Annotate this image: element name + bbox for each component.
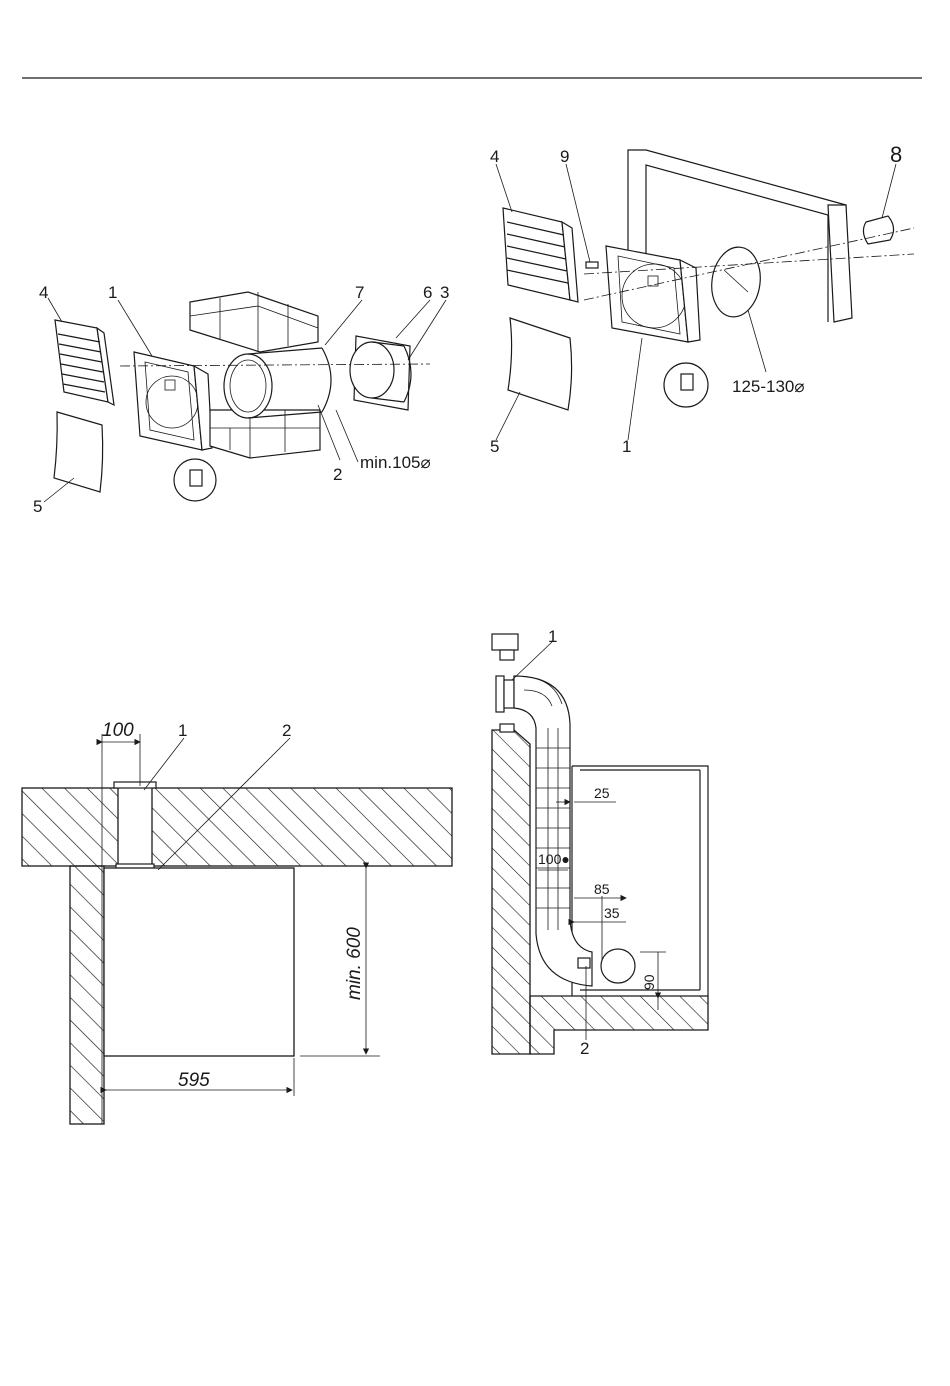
fig1-detail-circle — [174, 459, 216, 501]
fig1-dimension: min.105⌀ — [360, 453, 431, 472]
fig3-dim-height: min. 600 — [344, 927, 365, 1000]
fig2-knob — [863, 216, 893, 244]
fig2-screw — [586, 262, 598, 268]
fig4-label-2: 2 — [580, 1039, 589, 1058]
fig2-grille — [503, 208, 578, 302]
fig2-frame — [606, 246, 700, 342]
fig1-label-7: 7 — [355, 283, 364, 302]
fig4-dim-85: 85 — [594, 881, 610, 897]
figure-ceiling-section: 100 1 2 min. 600 595 — [22, 720, 452, 1124]
outer-wall — [492, 730, 530, 1054]
fig3-label-2: 2 — [282, 721, 291, 740]
grille-louvres — [55, 320, 114, 405]
fig4-dim-35: 35 — [604, 905, 620, 921]
inner-mounting-plate — [350, 336, 411, 410]
wall-tube — [224, 348, 331, 418]
fig2-label-1: 1 — [622, 437, 631, 456]
backdraft-flap — [54, 412, 103, 492]
figure-hose-section: 1 2 25 100● 85 35 90 — [492, 627, 708, 1058]
fig4-dim-100: 100● — [538, 851, 570, 867]
fig4-label-1: 1 — [548, 627, 557, 646]
fig1-label-2: 2 — [333, 465, 342, 484]
vent-pipe — [601, 949, 635, 983]
fig1-label-4: 4 — [39, 283, 48, 302]
ceiling-duct — [118, 786, 152, 868]
fig3-label-1: 1 — [178, 721, 187, 740]
side-wall — [70, 866, 104, 1124]
fig1-label-5: 5 — [33, 497, 42, 516]
fig1-label-1: 1 — [108, 283, 117, 302]
fig2-dimension: 125-130⌀ — [732, 377, 805, 396]
fig2-label-4: 4 — [490, 147, 499, 166]
fig3-dim-width: 595 — [178, 1070, 210, 1091]
fig3-dim-100: 100 — [102, 720, 134, 741]
floor-slab — [530, 996, 708, 1054]
fig2-detail-circle — [664, 363, 708, 407]
fig1-label-3: 3 — [440, 283, 449, 302]
fig2-label-8: 8 — [890, 142, 902, 167]
figure-wall-installation: 4 1 7 6 3 2 5 min.105⌀ — [33, 283, 449, 516]
wall-frame — [134, 352, 212, 450]
glass-cutout — [707, 244, 764, 320]
wall-cabinet — [104, 868, 294, 1056]
fig1-label-6: 6 — [423, 283, 432, 302]
ceiling-slab — [22, 788, 452, 866]
figure-window-installation: 4 9 8 5 1 125-130⌀ — [490, 142, 914, 456]
fig2-label-5: 5 — [490, 437, 499, 456]
fig4-dim-90: 90 — [641, 974, 657, 990]
fig2-label-9: 9 — [560, 147, 569, 166]
fig4-dim-25: 25 — [594, 785, 610, 801]
